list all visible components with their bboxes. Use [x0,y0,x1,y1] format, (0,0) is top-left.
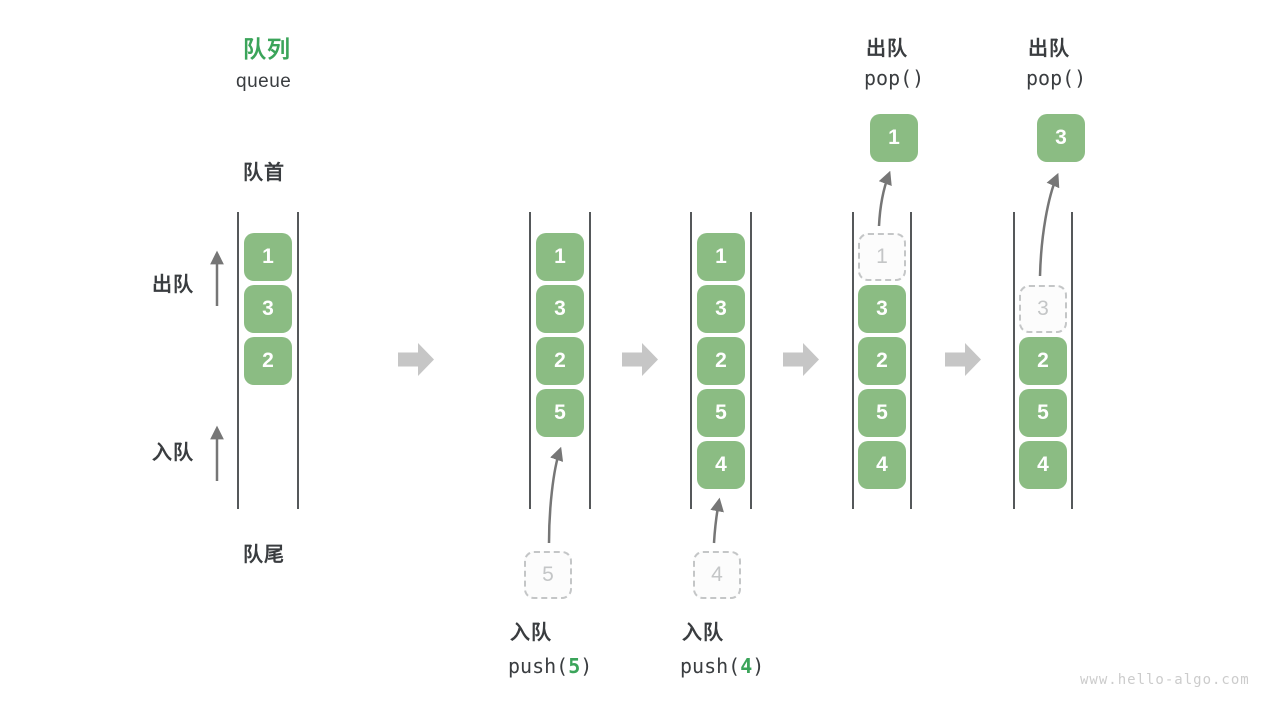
dequeue-flow-arrow [877,170,892,227]
next-step-arrow-icon [783,343,819,376]
queue-cell: 3 [536,285,584,333]
queue-cell: 3 [697,285,745,333]
queue-wall [750,212,752,509]
dequeue-ghost-cell: 3 [1019,285,1067,333]
queue-cell: 5 [858,389,906,437]
enqueue-flow-arrow [710,497,724,544]
enqueue-flow-arrow [547,446,564,544]
dequeue-ghost-cell: 1 [858,233,906,281]
popped-cell: 1 [870,114,918,162]
code-arg: 4 [740,654,753,678]
enqueue-ghost-cell: 4 [693,551,741,599]
label-dequeue-op: 出队 [1028,38,1070,60]
enqueue-ghost-cell: 5 [524,551,572,599]
queue-wall [589,212,591,509]
code-arg: 5 [568,654,581,678]
queue-wall [1071,212,1073,509]
label-queue-rear: 队尾 [243,544,285,566]
next-step-arrow-icon [398,343,434,376]
code-push-5: push(5) [508,654,592,678]
code-fn: push( [680,654,741,678]
queue-cell: 2 [858,337,906,385]
queue-wall [852,212,854,509]
next-step-arrow-icon [622,343,658,376]
queue-cell: 4 [697,441,745,489]
code-close: ) [752,654,765,678]
code-fn: push( [508,654,569,678]
queue-cell: 1 [244,233,292,281]
queue-cell: 4 [858,441,906,489]
diagram-title-zh: 队列 [243,36,291,62]
queue-cell: 2 [697,337,745,385]
label-dequeue-direction: 出队 [152,274,194,296]
queue-wall [1013,212,1015,509]
queue-cell: 3 [858,285,906,333]
queue-wall [529,212,531,509]
queue-cell: 2 [536,337,584,385]
label-enqueue-direction: 入队 [152,442,194,464]
code-pop: pop() [864,66,925,90]
queue-wall [297,212,299,509]
queue-cell: 5 [697,389,745,437]
label-enqueue-op: 入队 [682,622,724,644]
queue-cell: 2 [1019,337,1067,385]
label-dequeue-op: 出队 [866,38,908,60]
label-queue-front: 队首 [243,162,285,184]
queue-cell: 3 [244,285,292,333]
dequeue-flow-arrow [1038,172,1060,277]
code-pop: pop() [1026,66,1087,90]
queue-wall [910,212,912,509]
queue-wall [690,212,692,509]
queue-cell: 5 [1019,389,1067,437]
site-watermark: www.hello-algo.com [1080,672,1250,688]
popped-cell: 3 [1037,114,1085,162]
queue-cell: 4 [1019,441,1067,489]
diagram-title-en: queue [236,71,292,92]
queue-wall [237,212,239,509]
queue-cell: 2 [244,337,292,385]
queue-cell: 5 [536,389,584,437]
code-close: ) [580,654,593,678]
queue-cell: 1 [697,233,745,281]
code-push-4: push(4) [680,654,764,678]
queue-cell: 1 [536,233,584,281]
label-enqueue-op: 入队 [510,622,552,644]
next-step-arrow-icon [945,343,981,376]
